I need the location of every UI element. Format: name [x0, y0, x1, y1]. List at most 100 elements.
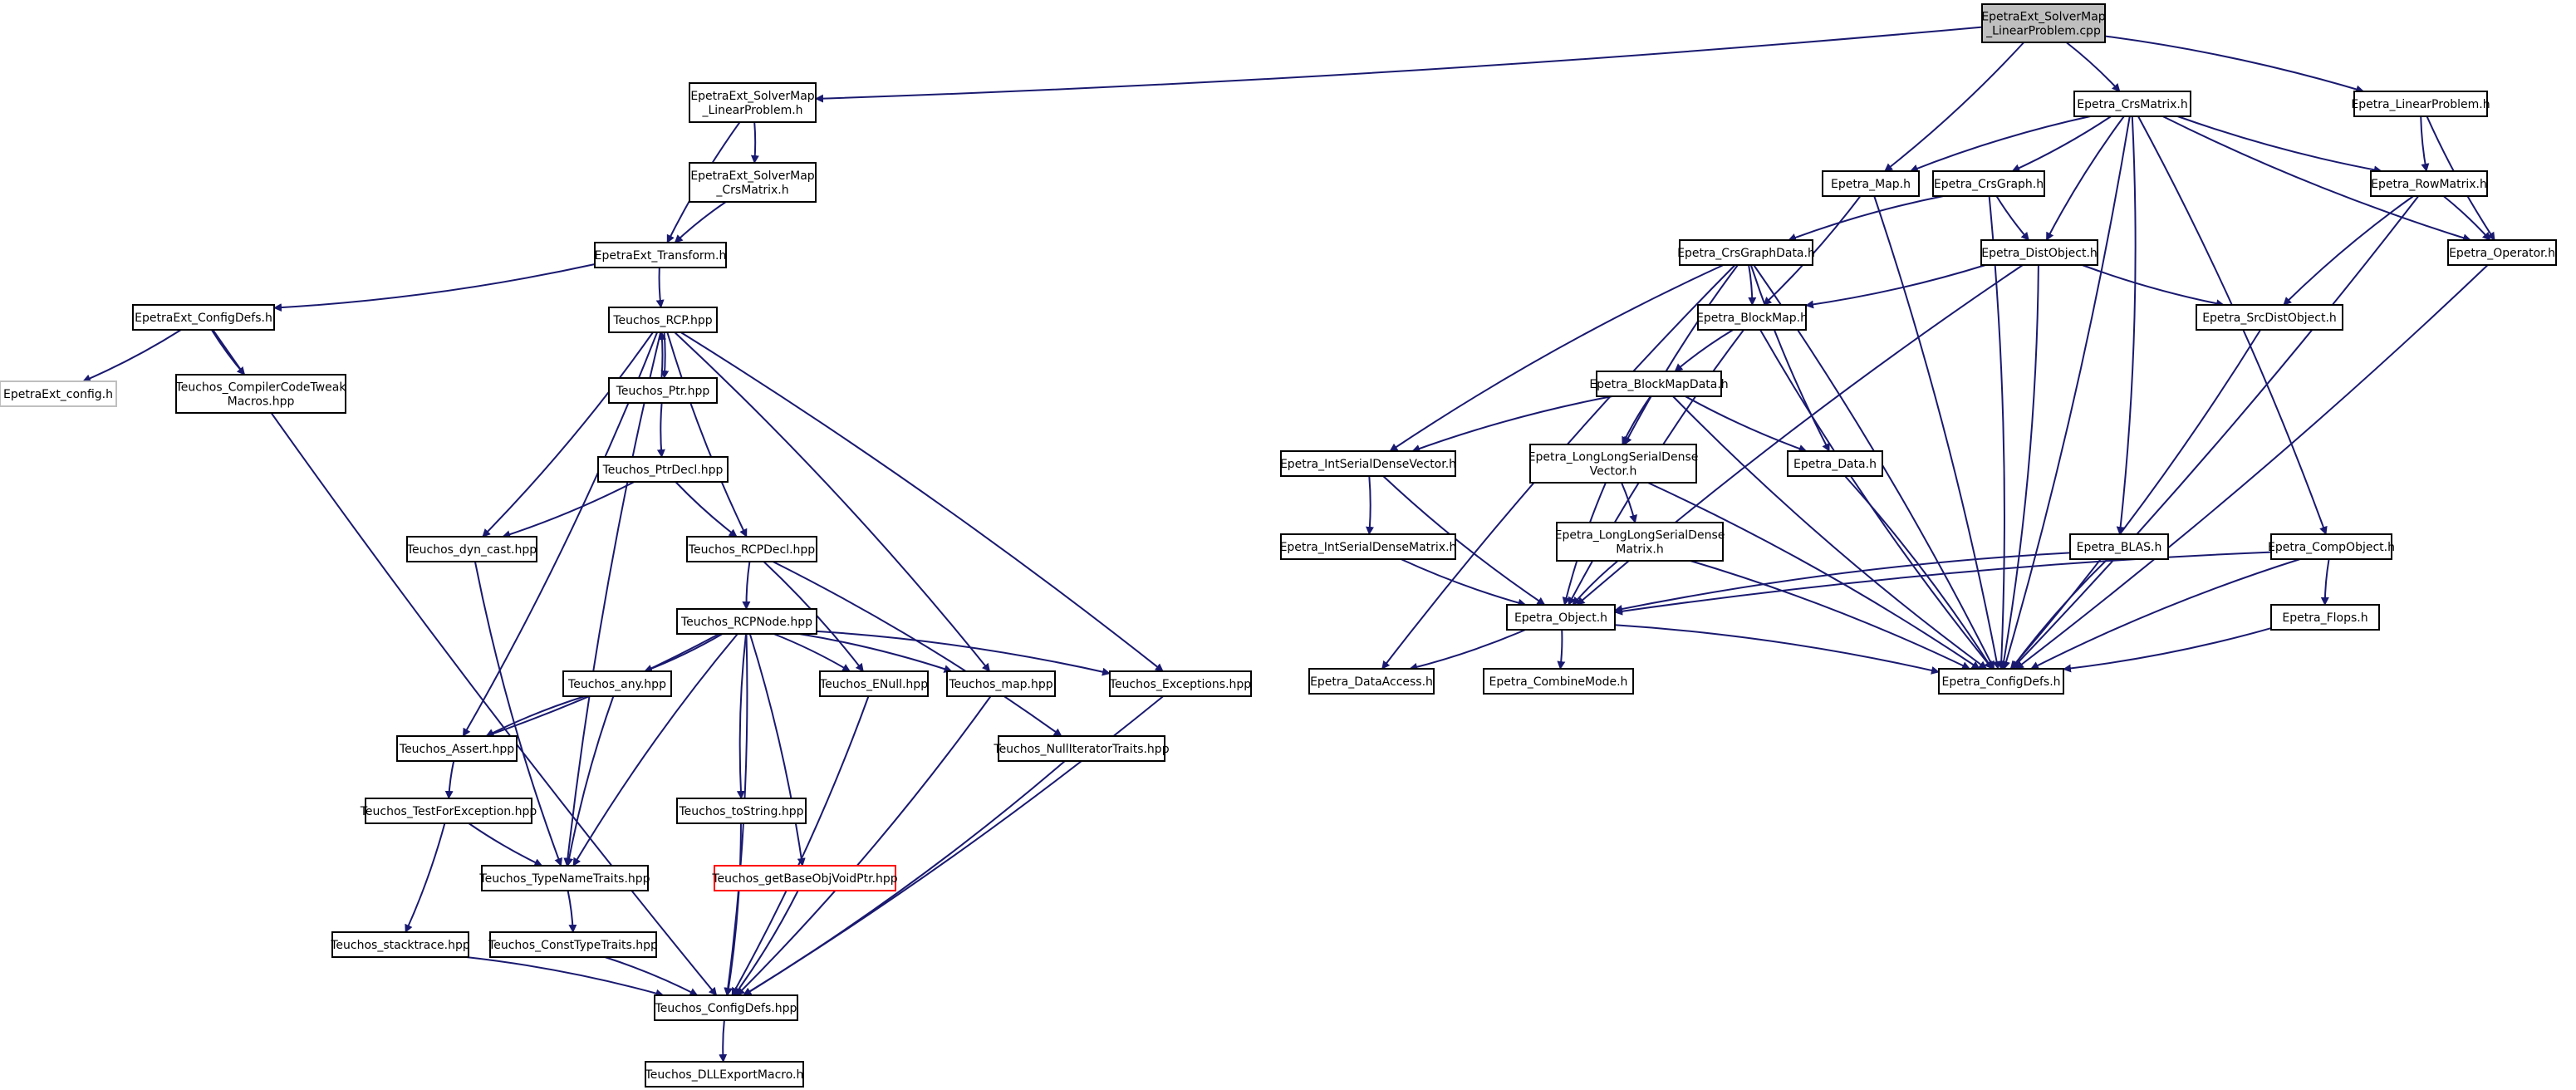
edge-e-rowmatrix-to-e-srcdistobject — [2283, 195, 2414, 306]
node-e-combinemode[interactable]: Epetra_CombineMode.h — [1483, 668, 1634, 695]
node-t-assert[interactable]: Teuchos_Assert.hpp — [396, 735, 518, 762]
node-label: _LinearProblem.cpp — [1985, 25, 2101, 38]
node-label: Teuchos_DLLExportMacro.h — [645, 1068, 804, 1082]
node-e-linearproblem[interactable]: Epetra_LinearProblem.h — [2351, 91, 2490, 117]
node-t-tostring[interactable]: Teuchos_toString.hpp — [676, 798, 807, 824]
node-ext-slp-h[interactable]: EpetraExt_SolverMap_LinearProblem.h — [689, 82, 817, 123]
node-e-rowmatrix[interactable]: Epetra_RowMatrix.h — [2370, 170, 2488, 197]
node-t-typename[interactable]: Teuchos_TypeNameTraits.hpp — [478, 865, 650, 891]
node-box — [608, 307, 718, 333]
node-e-distobject[interactable]: Epetra_DistObject.h — [1980, 239, 2098, 266]
node-e-operator[interactable]: Epetra_Operator.h — [2447, 239, 2557, 266]
node-box — [689, 162, 817, 203]
node-t-testforexc[interactable]: Teuchos_TestForException.hpp — [360, 798, 537, 824]
node-e-crsgraphdata[interactable]: Epetra_CrsGraphData.h — [1677, 239, 1815, 266]
edge-t-rcpdecl-to-t-rcpnode — [742, 561, 751, 610]
node-t-enull[interactable]: Teuchos_ENull.hpp — [819, 670, 929, 697]
node-t-ptrdecl[interactable]: Teuchos_PtrDecl.hpp — [597, 456, 729, 483]
node-t-dyncast[interactable]: Teuchos_dyn_cast.hpp — [406, 536, 537, 562]
node-box — [2270, 604, 2380, 631]
edge-e-crsmatrix-to-e-rowmatrix — [2177, 115, 2382, 174]
node-e-configdefs[interactable]: Epetra_ConfigDefs.h — [1938, 668, 2064, 695]
edge-e-llserialvec-to-e-llserialmat — [1621, 482, 1638, 523]
edge-e-crsgraphdata-to-e-blockmap — [1748, 264, 1757, 306]
node-t-consttype[interactable]: Teuchos_ConstTypeTraits.hpp — [488, 931, 658, 958]
edge-t-stacktrace-to-t-configdefs — [465, 956, 665, 998]
node-box — [1980, 239, 2098, 266]
edge-e-distobject-to-e-srcdistobject — [2082, 264, 2225, 308]
node-label: Teuchos_RCPNode.hpp — [680, 616, 812, 629]
node-t-exceptions[interactable]: Teuchos_Exceptions.hpp — [1109, 670, 1252, 697]
node-t-getbase[interactable]: Teuchos_getBaseObjVoidPtr.hpp — [711, 865, 898, 891]
node-label: Epetra_LongLongSerialDense — [1528, 451, 1699, 464]
edge-t-getbase-to-t-configdefs — [734, 890, 799, 996]
node-ext-scm-h[interactable]: EpetraExt_SolverMap_CrsMatrix.h — [689, 162, 817, 203]
node-e-object[interactable]: Epetra_Object.h — [1506, 604, 1616, 631]
edge-t-dyncast-to-t-typename — [473, 561, 562, 867]
node-box — [645, 1061, 804, 1088]
node-t-ptr[interactable]: Teuchos_Ptr.hpp — [608, 377, 718, 404]
node-t-map[interactable]: Teuchos_map.hpp — [946, 670, 1056, 697]
edge-t-any-to-t-typename — [565, 695, 615, 867]
node-label: Epetra_DistObject.h — [1981, 247, 2098, 260]
node-box — [562, 670, 672, 697]
node-e-crsgraph[interactable]: Epetra_CrsGraph.h — [1932, 170, 2045, 197]
node-e-flops[interactable]: Epetra_Flops.h — [2270, 604, 2380, 631]
edge-e-blas-to-e-configdefs — [2010, 558, 2108, 670]
node-ext-configdefs[interactable]: EpetraExt_ConfigDefs.h — [132, 304, 275, 331]
node-t-configdefs[interactable]: Teuchos_ConfigDefs.hpp — [654, 994, 798, 1021]
node-box — [2370, 170, 2488, 197]
node-ext-transform[interactable]: EpetraExt_Transform.h — [594, 242, 727, 268]
edge-e-compobject-to-e-flops — [2320, 558, 2330, 606]
node-t-nullit[interactable]: Teuchos_NullIteratorTraits.hpp — [993, 735, 1170, 762]
node-box — [1596, 371, 1722, 397]
node-box — [1280, 533, 1456, 560]
node-e-blas[interactable]: Epetra_BLAS.h — [2069, 533, 2169, 560]
node-e-crsmatrix[interactable]: Epetra_CrsMatrix.h — [2073, 91, 2191, 117]
node-box — [1981, 3, 2106, 43]
nodes-layer: EpetraExt_SolverMap_LinearProblem.cppEpe… — [0, 3, 2557, 1088]
node-t-rcpdecl[interactable]: Teuchos_RCPDecl.hpp — [686, 536, 817, 562]
node-t-stacktrace[interactable]: Teuchos_stacktrace.hpp — [330, 931, 470, 958]
node-label: Teuchos_getBaseObjVoidPtr.hpp — [711, 872, 897, 886]
node-t-rcpnode[interactable]: Teuchos_RCPNode.hpp — [676, 608, 817, 635]
node-label: Teuchos_Assert.hpp — [399, 743, 514, 756]
node-e-intserialvec[interactable]: Epetra_IntSerialDenseVector.h — [1280, 450, 1456, 477]
node-label: EpetraExt_ConfigDefs.h — [135, 312, 272, 325]
node-box — [1938, 668, 2064, 695]
edge-t-rcp-to-t-rcpdecl — [666, 331, 748, 538]
node-label: Teuchos_PtrDecl.hpp — [602, 464, 724, 477]
edge-e-distobject-to-e-blockmap — [1805, 264, 1986, 309]
edge-t-rcp-to-t-typename — [563, 331, 662, 867]
node-e-srcdistobject[interactable]: Epetra_SrcDistObject.h — [2196, 304, 2343, 331]
node-e-map[interactable]: Epetra_Map.h — [1822, 170, 1920, 197]
edge-e-crsgraphdata-to-e-intserialvec — [1389, 264, 1725, 452]
edge-ext-transform-to-ext-configdefs — [273, 263, 596, 312]
node-label: Teuchos_ConstTypeTraits.hpp — [488, 939, 658, 952]
node-e-blockmap[interactable]: Epetra_BlockMap.h — [1696, 304, 1808, 331]
node-label: Epetra_IntSerialDenseMatrix.h — [1280, 541, 1457, 554]
edge-t-rcpnode-to-t-enull — [773, 633, 851, 672]
edge-t-ptrdecl-to-t-dyncast — [502, 481, 635, 538]
node-t-any[interactable]: Teuchos_any.hpp — [562, 670, 672, 697]
node-e-compobject[interactable]: Epetra_CompObject.h — [2268, 533, 2395, 560]
node-e-blockmapdata[interactable]: Epetra_BlockMapData.h — [1589, 371, 1729, 397]
node-t-rcp[interactable]: Teuchos_RCP.hpp — [608, 307, 718, 333]
edge-t-rcp-to-t-dyncast — [482, 331, 654, 538]
node-t-dllexport[interactable]: Teuchos_DLLExportMacro.h — [645, 1061, 804, 1088]
node-box — [676, 608, 817, 635]
node-e-dataaccess[interactable]: Epetra_DataAccess.h — [1308, 668, 1435, 695]
edge-t-testforexc-to-t-stacktrace — [405, 822, 446, 933]
node-label: Epetra_IntSerialDenseVector.h — [1280, 458, 1456, 471]
node-box — [331, 931, 469, 958]
node-e-intserialmat[interactable]: Epetra_IntSerialDenseMatrix.h — [1280, 533, 1457, 560]
node-ext-config[interactable]: EpetraExt_config.h — [0, 381, 117, 407]
edge-e-srcdistobject-to-e-configdefs — [2009, 329, 2262, 670]
node-label: Teuchos_map.hpp — [948, 678, 1052, 691]
node-box — [481, 865, 649, 891]
node-e-data[interactable]: Epetra_Data.h — [1787, 450, 1883, 477]
node-root[interactable]: EpetraExt_SolverMap_LinearProblem.cpp — [1981, 3, 2106, 43]
